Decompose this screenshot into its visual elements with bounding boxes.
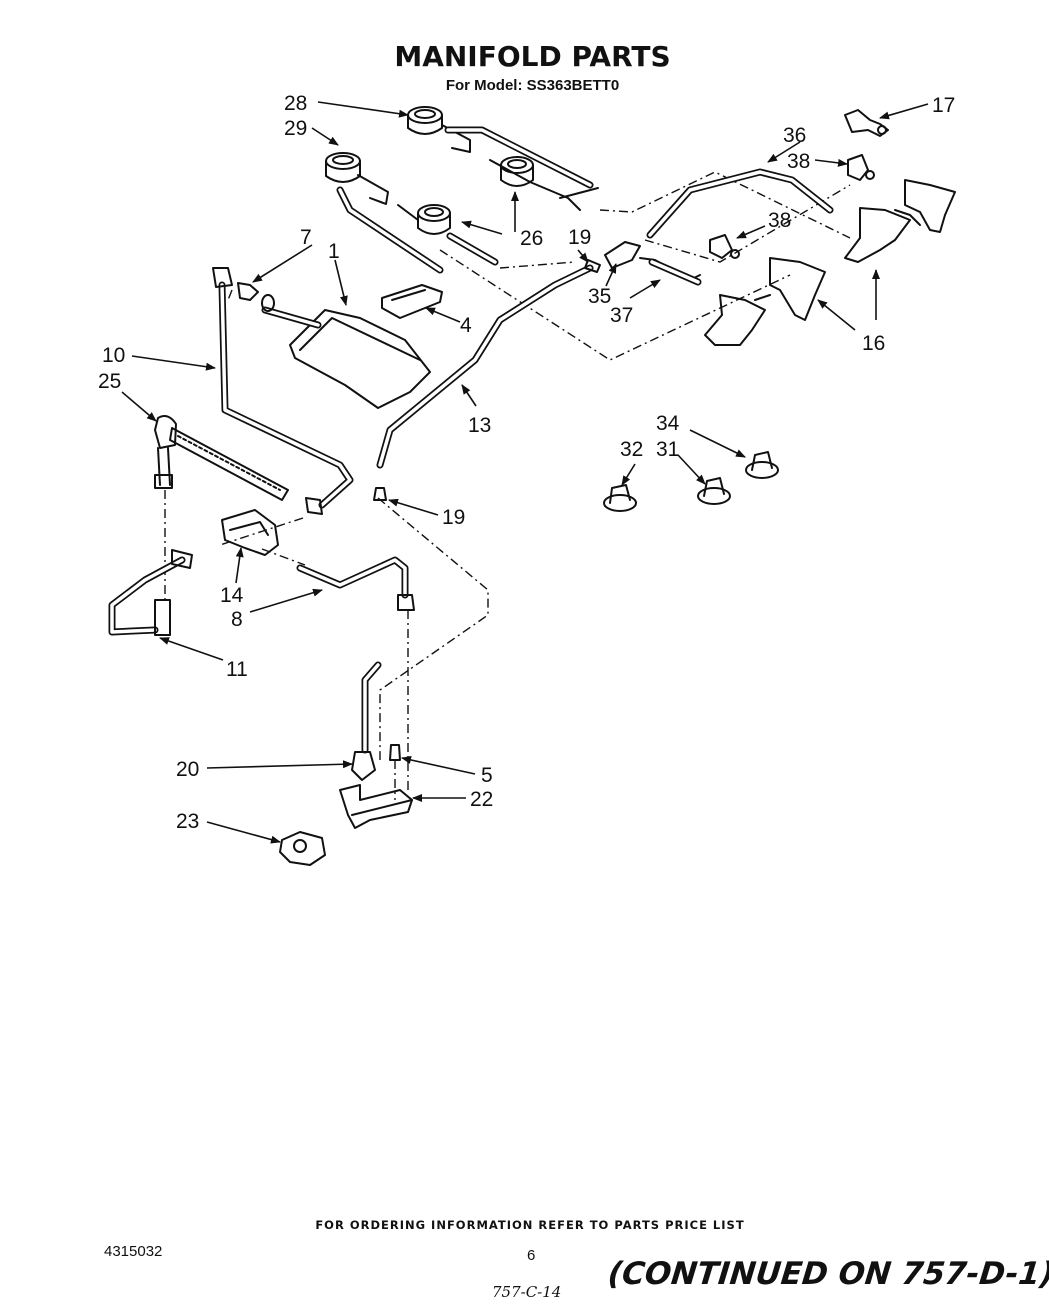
callout-8: 8 bbox=[231, 608, 243, 631]
manifold-22 bbox=[339, 784, 413, 829]
callout-11: 11 bbox=[226, 658, 248, 681]
callout-36: 36 bbox=[783, 124, 806, 147]
callout-22: 22 bbox=[470, 788, 493, 811]
fitting-17 bbox=[844, 109, 889, 137]
callout-10: 10 bbox=[102, 344, 125, 367]
burner-tube-36 bbox=[646, 168, 834, 239]
tube-10 bbox=[212, 267, 354, 515]
document-number: 4315032 bbox=[104, 1243, 163, 1260]
burner-brackets-16 bbox=[704, 179, 956, 346]
ordering-note: FOR ORDERING INFORMATION REFER TO PARTS … bbox=[315, 1218, 745, 1232]
fitting-7 bbox=[237, 282, 259, 301]
knob-31 bbox=[697, 477, 731, 505]
burner-26 bbox=[397, 204, 451, 235]
regulator-23 bbox=[279, 831, 326, 866]
callout-37: 37 bbox=[610, 304, 633, 327]
callout-17: 17 bbox=[932, 94, 955, 117]
fitting-38-lower bbox=[709, 234, 740, 259]
bracket-4 bbox=[381, 284, 443, 319]
knob-34 bbox=[745, 451, 779, 479]
callout-23: 23 bbox=[176, 810, 199, 833]
top-burner-assembly bbox=[325, 106, 599, 274]
valve-14 bbox=[221, 509, 279, 556]
callout-31: 31 bbox=[656, 438, 679, 461]
continued-note: (CONTINUED ON 757-D-1) bbox=[606, 1256, 1049, 1292]
callout-29: 29 bbox=[284, 117, 307, 140]
callout-19-upper: 19 bbox=[568, 226, 591, 249]
gas-supply-pipe bbox=[361, 661, 382, 754]
model-line: For Model: SS363BETT0 bbox=[445, 77, 620, 94]
igniter-25 bbox=[154, 415, 289, 501]
callout-26: 26 bbox=[520, 227, 543, 250]
fitting-38-upper bbox=[847, 154, 875, 181]
callout-19-lower: 19 bbox=[442, 506, 465, 529]
knob-32 bbox=[603, 484, 637, 512]
callout-38-lower: 38 bbox=[768, 209, 791, 232]
callout-28: 28 bbox=[284, 92, 307, 115]
callout-7: 7 bbox=[300, 226, 312, 249]
callout-13: 13 bbox=[468, 414, 491, 437]
manifold-pipe-13 bbox=[373, 259, 601, 501]
fitting-5 bbox=[389, 744, 401, 761]
page-number: 6 bbox=[527, 1247, 536, 1264]
callout-32: 32 bbox=[620, 438, 643, 461]
callout-25: 25 bbox=[98, 370, 121, 393]
page-title: MANIFOLD PARTS bbox=[394, 40, 671, 73]
handwritten-page-ref: 757-C-14 bbox=[492, 1283, 562, 1301]
callout-20: 20 bbox=[176, 758, 199, 781]
oven-burner-1 bbox=[261, 294, 431, 409]
callout-1: 1 bbox=[328, 240, 340, 263]
leader-lines bbox=[121, 101, 929, 844]
valve-20 bbox=[351, 751, 376, 781]
callout-38-upper: 38 bbox=[787, 150, 810, 173]
orifice-fittings-35-37 bbox=[604, 241, 702, 286]
burner-29 bbox=[325, 152, 389, 205]
tube-11 bbox=[108, 549, 193, 636]
callout-16: 16 bbox=[862, 332, 885, 355]
callout-numbers: 28 29 26 17 36 38 38 19 35 37 16 1 4 7 1… bbox=[98, 92, 955, 833]
callout-5: 5 bbox=[481, 764, 493, 787]
tube-8 bbox=[296, 556, 415, 611]
burner-rear-right bbox=[489, 156, 581, 211]
alignment-lines bbox=[164, 171, 851, 800]
callout-4: 4 bbox=[460, 314, 472, 337]
callout-14: 14 bbox=[220, 584, 244, 607]
callout-35: 35 bbox=[588, 285, 611, 308]
callout-34: 34 bbox=[656, 412, 680, 435]
